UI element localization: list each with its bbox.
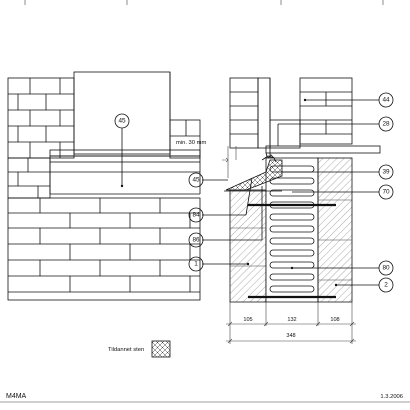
callout-45-section: 45 [188,172,228,188]
callout-45-elevation: 45 [114,113,130,188]
callout-80-label: 80 [382,265,390,272]
callout-80: 80 [290,260,394,276]
callout-2: 2 [334,277,394,293]
callout-39-label: 39 [382,169,390,176]
callout-44: 44 [303,92,394,108]
callout-45-section-label: 45 [192,177,200,184]
legend-swatch [151,340,171,358]
dimension-105: 105 [243,317,252,323]
section-view: min. 30 mm 45 84 86 1 [176,77,394,344]
callout-86: 86 [188,186,263,248]
callout-39: 39 [282,164,394,180]
sill-shaped-brick [224,154,283,192]
callout-84-label: 84 [192,212,200,219]
callout-84: 84 [188,177,253,223]
footer-date: 1.3.2006 [380,394,403,400]
callout-28: 28 [277,116,394,146]
dimension-total-348: 348 [286,333,295,339]
callout-45-label: 45 [118,118,126,125]
callout-70-label: 70 [382,189,390,196]
lower-wall-leaves [229,157,353,303]
callout-44-label: 44 [382,97,390,104]
min-gap-label: min. 30 mm [176,140,206,146]
dimension-108: 108 [330,317,339,323]
elevation-view: 45 [7,71,201,301]
callout-1: 1 [188,256,250,272]
dimension-132: 132 [287,317,296,323]
upper-wall-bricks [229,77,353,149]
callout-1-label: 1 [194,261,198,268]
footer: M4MA 1.3.2006 [0,393,410,403]
callout-86-label: 86 [192,237,200,244]
dimension-lines [226,302,356,344]
legend: Tildannet sten [108,340,171,358]
min-gap-annotation: min. 30 mm [176,140,237,178]
callout-28-label: 28 [382,121,390,128]
callout-2-label: 2 [384,282,388,289]
footer-code: M4MA [6,393,27,400]
sheet-top-ticks [24,0,384,5]
callout-70: 70 [292,184,394,200]
legend-label: Tildannet sten [108,347,144,353]
brick-elevation [7,71,201,301]
wall-ties [248,203,336,299]
window-frame [265,119,381,161]
